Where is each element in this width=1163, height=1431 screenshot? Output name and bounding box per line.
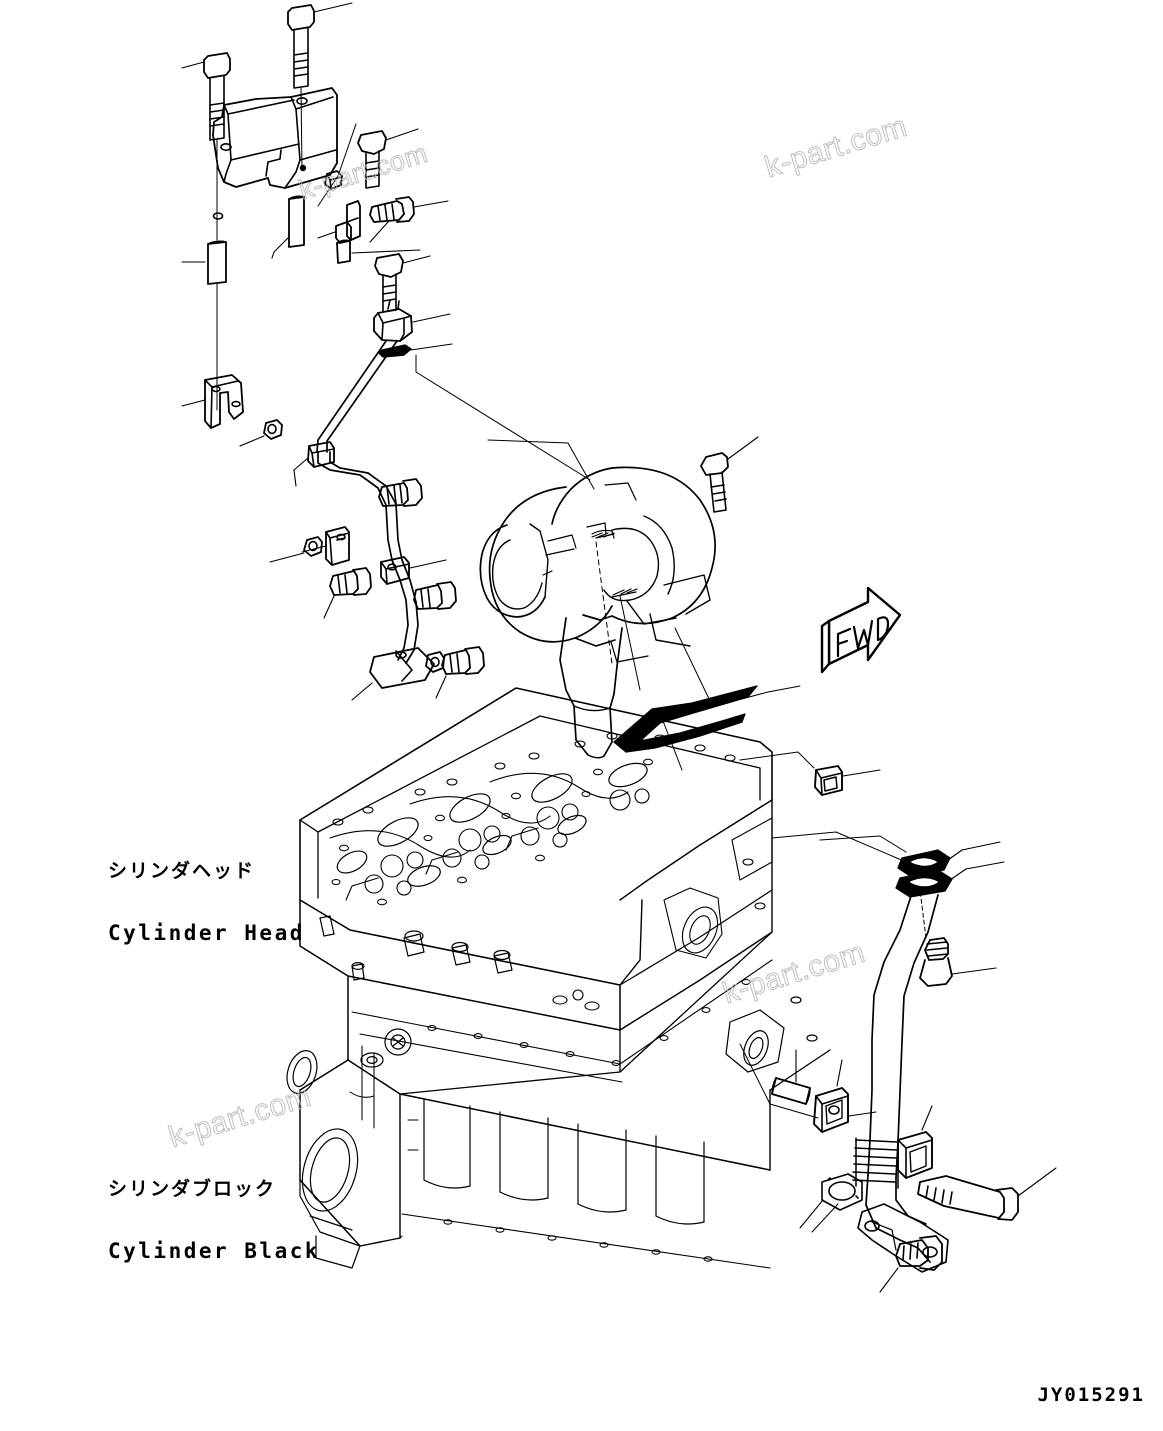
cylinder-block (286, 931, 831, 1269)
flange-bolt-top-left (181, 52, 231, 241)
oil-drain-tube-assembly (739, 831, 1057, 1293)
tube-clamp-drain-lower (897, 1105, 933, 1179)
tube-clamp-upper (293, 441, 335, 487)
flange-bolt-lower-left-diag (323, 567, 372, 619)
drain-gasket-upper-2 (895, 861, 1005, 898)
cylinder-head-label-en: Cylinder Head (108, 921, 305, 945)
support-bracket-left (181, 374, 244, 429)
drawing-number: JY015291 (1037, 1384, 1145, 1406)
nut-bottom-bracket (425, 651, 445, 673)
cylinder-head (299, 687, 773, 1031)
flange-bolt-right-upper (357, 128, 419, 189)
oil-supply-tube-assembly (181, 299, 591, 701)
fwd-arrow-sign (820, 586, 902, 674)
sealing-washer (378, 343, 591, 481)
drain-flange-gasket (799, 1173, 863, 1229)
flange-bolt-top-center (287, 2, 353, 171)
cylinder-block-label: シリンダブロック Cylinder Black (108, 1136, 320, 1301)
flange-bolt-drain-upper (919, 889, 997, 987)
drain-flange (857, 1203, 949, 1273)
cylinder-head-label: シリンダヘッド Cylinder Head (108, 818, 305, 983)
support-bracket-bottom (351, 647, 435, 701)
spacer-sleeve-left (181, 240, 227, 411)
flange-bolt-turbo-right (700, 436, 759, 513)
spacer-sleeve-drain (771, 1049, 811, 1105)
cylinder-head-label-jp: シリンダヘッド (108, 860, 256, 882)
turbocharger (479, 439, 716, 759)
nut-bracket (239, 419, 283, 447)
flange-bolt-drain-long (917, 1167, 1057, 1221)
drain-gasket-upper (819, 835, 1001, 877)
cylinder-block-label-jp: シリンダブロック (108, 1178, 277, 1200)
turbo-mounting-gasket (613, 685, 801, 771)
tube-clamp-drain-upper (813, 1059, 877, 1133)
clip-bracket-upper (317, 200, 361, 244)
flange-bolt-horizontal (369, 196, 449, 223)
spacer-sleeve-small (336, 239, 421, 264)
spacer-sleeve-center (271, 195, 305, 259)
flange-bolt-bottom-left (435, 646, 485, 699)
flange-bolt-drain-bottom (879, 1235, 943, 1293)
banjo-fitting (373, 299, 451, 342)
clamp-right-upper (739, 751, 881, 796)
oil-supply-tube (316, 340, 419, 664)
cylinder-block-label-en: Cylinder Black (108, 1239, 321, 1263)
heat-shield-assembly (181, 2, 449, 411)
nut-mid-left (269, 536, 323, 563)
flange-bolt-lower-center (374, 253, 431, 313)
flange-bolt-right-mid (413, 581, 457, 610)
tube-clamp-lower (380, 556, 447, 585)
flange-bolt-mid-diagonal (378, 478, 423, 507)
